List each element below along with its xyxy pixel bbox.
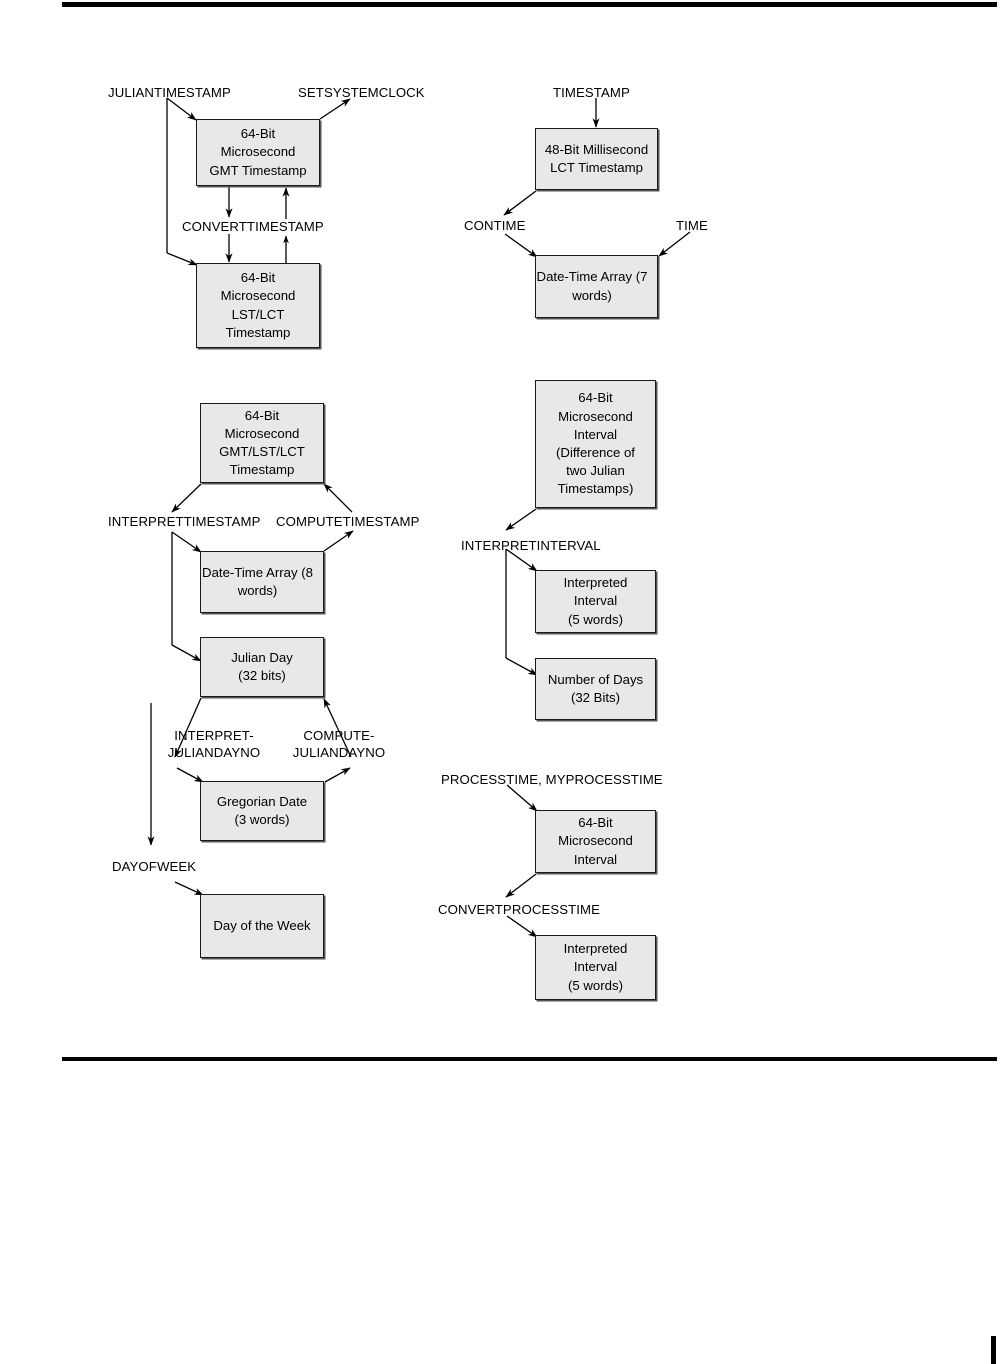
node-date-time-array-8: Date-Time Array (8 words) <box>200 551 324 613</box>
node-date-time-array-8-text: Date-Time Array (8 words) <box>202 564 313 598</box>
node-number-of-days: Number of Days (32 Bits) <box>535 658 656 720</box>
label-dayofweek: DAYOFWEEK <box>112 859 197 874</box>
label-setsystemclock: SETSYSTEMCLOCK <box>298 85 425 100</box>
node-interpreted-interval-5: Interpreted Interval (5 words) <box>535 570 656 633</box>
footer-rule <box>62 1057 997 1061</box>
label-juliantimestamp: JULIANTIMESTAMP <box>108 85 231 100</box>
label-processtime: PROCESSTIME, MYPROCESSTIME <box>441 772 663 787</box>
node-day-of-the-week: Day of the Week <box>200 894 324 958</box>
label-computetimestamp: COMPUTETIMESTAMP <box>276 514 420 529</box>
node-date-time-array-7-text: Date-Time Array (7 words) <box>536 269 648 303</box>
node-julian-day: Julian Day (32 bits) <box>200 637 324 697</box>
node-48bit-lct-timestamp: 48-Bit Millisecond LCT Timestamp <box>535 128 658 190</box>
node-gregorian-date: Gregorian Date (3 words) <box>200 781 324 841</box>
node-lst-lct-timestamp: 64-Bit Microsecond LST/LCT Timestamp <box>196 263 320 348</box>
node-gmt-timestamp: 64-Bit Microsecond GMT Timestamp <box>196 119 320 186</box>
label-time: TIME <box>676 218 708 233</box>
label-timestamp: TIMESTAMP <box>553 85 630 100</box>
label-interpret-juliandayno: INTERPRET- JULIANDAYNO <box>167 728 261 760</box>
node-microsecond-interval: 64-Bit Microsecond Interval <box>535 810 656 873</box>
label-convertprocesstime: CONVERTPROCESSTIME <box>438 902 601 917</box>
node-microsecond-interval-difference: 64-Bit Microsecond Interval (Difference … <box>535 380 656 508</box>
label-interpretinterval: INTERPRETINTERVAL <box>461 538 601 553</box>
node-date-time-array-7: Date-Time Array (7 words) <box>535 255 658 318</box>
header-rule <box>62 2 997 7</box>
label-compute-juliandayno: COMPUTE- JULIANDAYNO <box>292 728 386 760</box>
node-interpreted-interval-5b: Interpreted Interval (5 words) <box>535 935 656 1000</box>
label-contime: CONTIME <box>464 218 526 233</box>
node-gmt-lst-lct-timestamp: 64-Bit Microsecond GMT/LST/LCT Timestamp <box>200 403 324 483</box>
label-interprettimestamp: INTERPRETTIMESTAMP <box>108 514 261 529</box>
label-converttimestamp: CONVERTTIMESTAMP <box>182 219 324 234</box>
page-edge-mark <box>991 1336 996 1364</box>
